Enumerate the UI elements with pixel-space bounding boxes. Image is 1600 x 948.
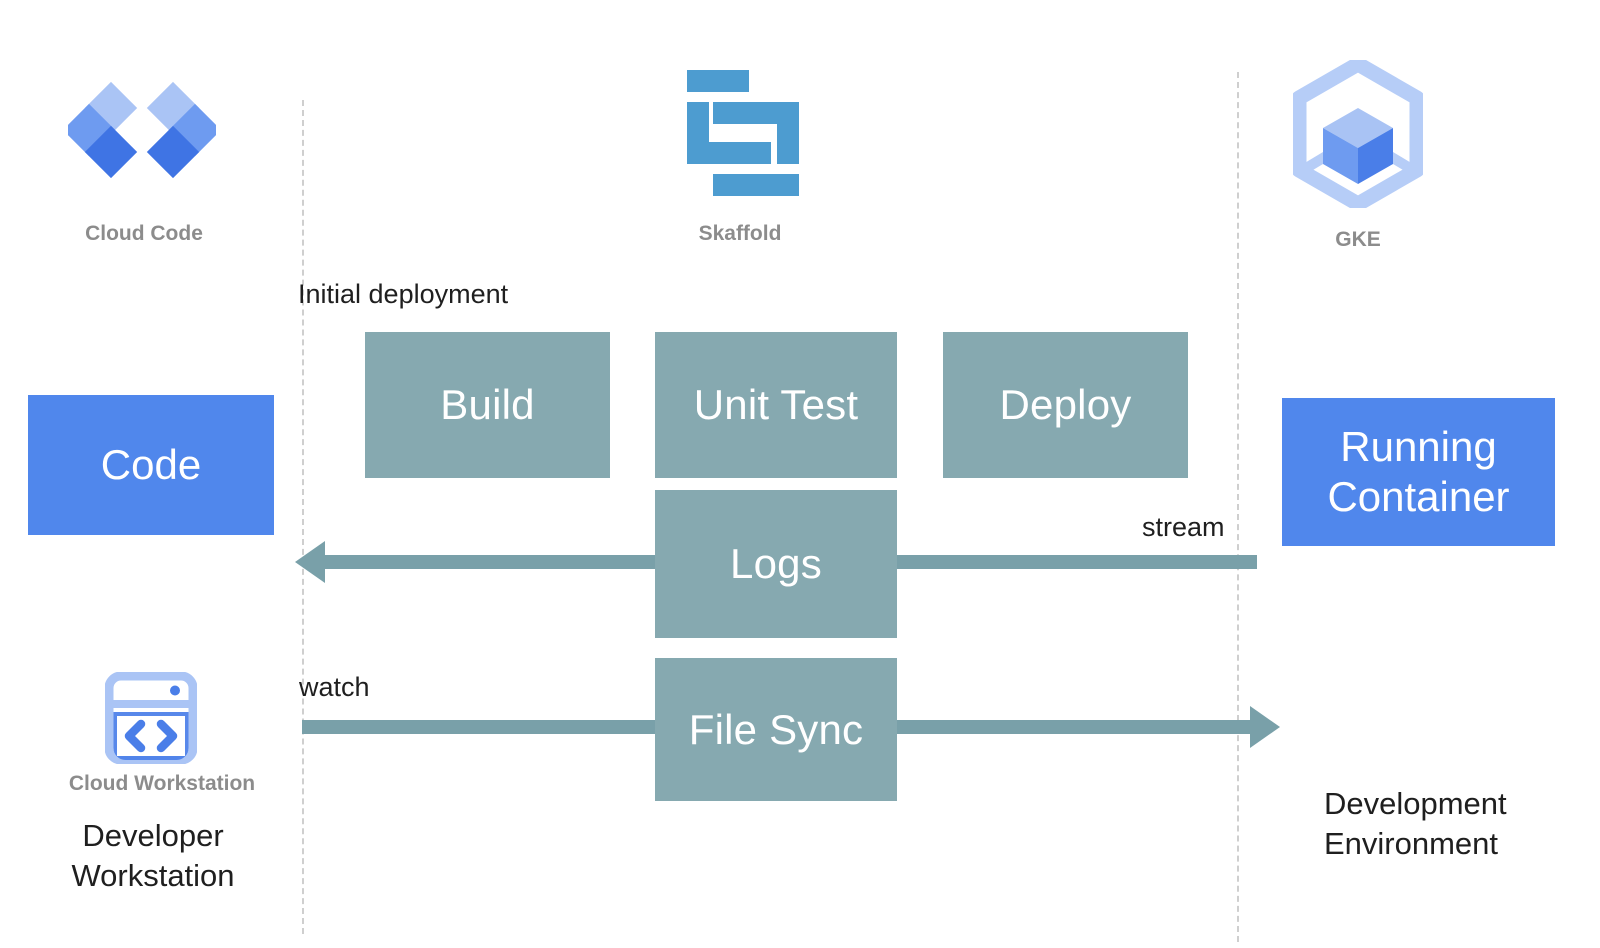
gke-label: GKE (1335, 228, 1381, 251)
running-container-box: Running Container (1282, 398, 1555, 546)
build-box: Build (365, 332, 610, 478)
initial-deployment-label: Initial deployment (298, 279, 509, 309)
cloud-code-logo (62, 78, 222, 200)
file-sync-box: File Sync (655, 658, 897, 801)
cloud-workstation-logo (104, 671, 198, 765)
skaffold-label: Skaffold (698, 222, 782, 245)
unit-test-box: Unit Test (655, 332, 897, 478)
development-environment-label: Development Environment (1324, 786, 1507, 861)
watch-label: watch (299, 672, 370, 702)
logs-box: Logs (655, 490, 897, 638)
cloud-workstation-label: Cloud Workstation (68, 772, 256, 795)
skaffold-logo (683, 70, 799, 196)
gke-logo (1291, 56, 1425, 212)
cloud-code-label: Cloud Code (85, 222, 203, 245)
right-boundary-line (1237, 72, 1239, 942)
code-box: Code (28, 395, 274, 535)
left-boundary-line (302, 100, 304, 934)
stream-label: stream (1142, 512, 1225, 542)
developer-workstation-label: Developer Workstation (71, 818, 235, 893)
deploy-box: Deploy (943, 332, 1188, 478)
